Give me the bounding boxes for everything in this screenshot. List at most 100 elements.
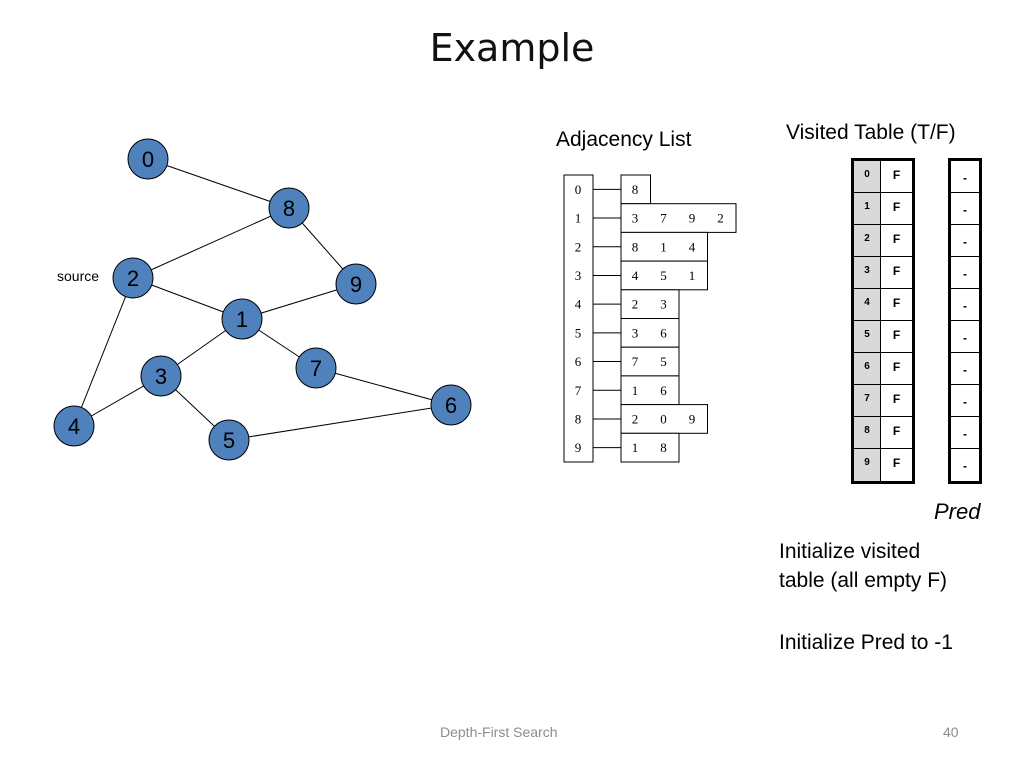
graph-node-6: 6 <box>430 384 472 426</box>
adjacency-index: 4 <box>575 297 582 312</box>
adjacency-neighbor: 8 <box>660 440 667 455</box>
visited-value: F <box>892 328 901 342</box>
adjacency-neighbor: 1 <box>632 440 639 455</box>
adjacency-neighbor: 5 <box>660 268 667 283</box>
adjacency-neighbor: 1 <box>632 383 639 398</box>
graph-node-circle <box>112 257 154 299</box>
pred-row: - <box>951 257 979 289</box>
pred-value: - <box>963 235 967 249</box>
adjacency-neighbor: 3 <box>660 297 667 312</box>
graph-edge-5-6 <box>228 404 452 441</box>
adjacency-index: 9 <box>575 440 582 455</box>
adjacency-index: 8 <box>575 411 582 426</box>
adjacency-neighbor: 2 <box>632 297 639 312</box>
pred-value: - <box>963 395 967 409</box>
graph-node-circle <box>430 384 472 426</box>
adjacency-list-title: Adjacency List <box>556 128 692 151</box>
adjacency-index: 3 <box>575 268 582 283</box>
pred-row: - <box>951 161 979 193</box>
visited-value: F <box>892 360 901 374</box>
graph-node-1: 1 <box>221 298 263 340</box>
graph-node-label: 4 <box>68 414 80 439</box>
slide-title: Example <box>429 26 595 70</box>
graph-node-4: 4 <box>53 405 95 447</box>
graph-node-0: 0 <box>127 138 169 180</box>
graph-node-label: 3 <box>155 364 167 389</box>
adjacency-array <box>563 174 594 463</box>
adjacency-neighbor: 0 <box>660 411 667 426</box>
page-number: 40 <box>943 724 959 740</box>
graph-edge-0-8 <box>147 158 290 209</box>
graph-node-8: 8 <box>268 187 310 229</box>
adjacency-index: 2 <box>575 239 582 254</box>
graph-node-circle <box>127 138 169 180</box>
adjacency-neighbor: 6 <box>660 383 667 398</box>
visited-value: F <box>892 168 901 182</box>
adjacency-list-node <box>620 260 708 291</box>
graph-node-circle <box>53 405 95 447</box>
visited-value: F <box>892 392 901 406</box>
note-line-1: Initialize visited <box>779 540 921 563</box>
pred-value: - <box>963 171 967 185</box>
visited-index: 0 <box>854 161 881 192</box>
visited-index: 1 <box>854 193 881 224</box>
graph-node-label: 8 <box>283 196 295 221</box>
graph-node-circle <box>140 355 182 397</box>
graph-node-label: 0 <box>142 147 154 172</box>
graph-node-circle <box>295 347 337 389</box>
graph-node-label: 5 <box>223 428 235 453</box>
adjacency-neighbor: 1 <box>660 239 667 254</box>
graph-edge-7-6 <box>315 367 452 406</box>
graph-node-label: 7 <box>310 356 322 381</box>
adjacency-list-node <box>620 203 737 233</box>
pred-value: - <box>963 363 967 377</box>
adjacency-neighbor: 2 <box>632 411 639 426</box>
graph-edge-2-4 <box>73 277 134 427</box>
visited-index: 3 <box>854 257 881 288</box>
adjacency-neighbor: 7 <box>632 354 639 369</box>
visited-value: F <box>892 200 901 214</box>
graph-node-label: 9 <box>350 272 362 297</box>
adjacency-list-node <box>620 318 680 348</box>
adjacency-neighbor: 4 <box>632 268 639 283</box>
visited-value: F <box>892 296 901 310</box>
pred-value: - <box>963 203 967 217</box>
visited-index: 9 <box>854 449 881 481</box>
graph-node-3: 3 <box>140 355 182 397</box>
adjacency-index: 0 <box>575 182 582 197</box>
pred-value: - <box>963 427 967 441</box>
adjacency-list-node <box>620 289 680 319</box>
adjacency-list-node <box>620 346 680 377</box>
visited-table-title: Visited Table (T/F) <box>786 121 956 144</box>
adjacency-neighbor: 5 <box>660 354 667 369</box>
adjacency-neighbor: 8 <box>632 182 639 197</box>
pred-row: - <box>951 289 979 321</box>
adjacency-neighbor: 9 <box>689 411 696 426</box>
note-line-3: Initialize Pred to -1 <box>779 631 953 654</box>
visited-value: F <box>892 456 901 470</box>
footer-title: Depth-First Search <box>440 724 558 740</box>
note-line-2: table (all empty F) <box>779 569 948 592</box>
adjacency-index: 6 <box>575 354 582 369</box>
pred-row: - <box>951 385 979 417</box>
graph-node-circle <box>221 298 263 340</box>
graph-node-2: 2 <box>112 257 154 299</box>
adjacency-index: 1 <box>575 211 582 226</box>
adjacency-neighbor: 6 <box>660 325 667 340</box>
pred-value: - <box>963 299 967 313</box>
adjacency-neighbor: 7 <box>660 211 667 226</box>
adjacency-list-node <box>620 432 680 463</box>
visited-index: 6 <box>854 353 881 384</box>
graph-node-7: 7 <box>295 347 337 389</box>
visited-index: 4 <box>854 289 881 320</box>
adjacency-neighbor: 3 <box>632 211 639 226</box>
